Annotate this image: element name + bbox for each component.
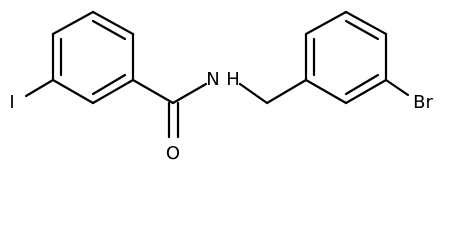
molecule-drawing: I N H O Br: [9, 10, 433, 164]
bond-carbon-iodine: [24, 78, 55, 98]
bond-ring-b-inner-3: [344, 73, 380, 96]
bond-carbonyl-nitrogen: [171, 82, 208, 105]
bond-ring-a-6: [51, 10, 95, 36]
bond-ring-a-4: [51, 78, 95, 105]
left-benzene-ring: [51, 10, 135, 105]
atom-label-hydrogen: H: [226, 69, 240, 90]
bond-ring-a-1: [91, 10, 135, 36]
atom-label-oxygen: O: [166, 143, 180, 164]
bond-nitrogen-methylene: [238, 82, 269, 105]
bond-ring-b-6: [304, 78, 348, 105]
bond-ring-b-inner-2: [344, 19, 380, 41]
atom-label-iodine: I: [9, 92, 14, 113]
bond-ring-a-inner-1: [91, 19, 127, 41]
atom-label-nitrogen: N: [206, 69, 219, 90]
bond-ring-carbonyl: [131, 78, 175, 105]
structure-canvas: I N H O Br: [9, 10, 433, 164]
bond-ring-b-2: [304, 10, 348, 36]
bond-carbon-bromine: [384, 78, 410, 97]
bond-ring-a-inner-2: [91, 73, 127, 96]
bond-ring-b-5: [344, 78, 388, 105]
right-benzene-ring: [304, 10, 388, 105]
bond-methylene-ring: [265, 78, 308, 105]
atom-label-bromine: Br: [413, 92, 433, 113]
bond-ring-b-3: [344, 10, 388, 36]
bond-ring-a-3: [91, 78, 135, 105]
